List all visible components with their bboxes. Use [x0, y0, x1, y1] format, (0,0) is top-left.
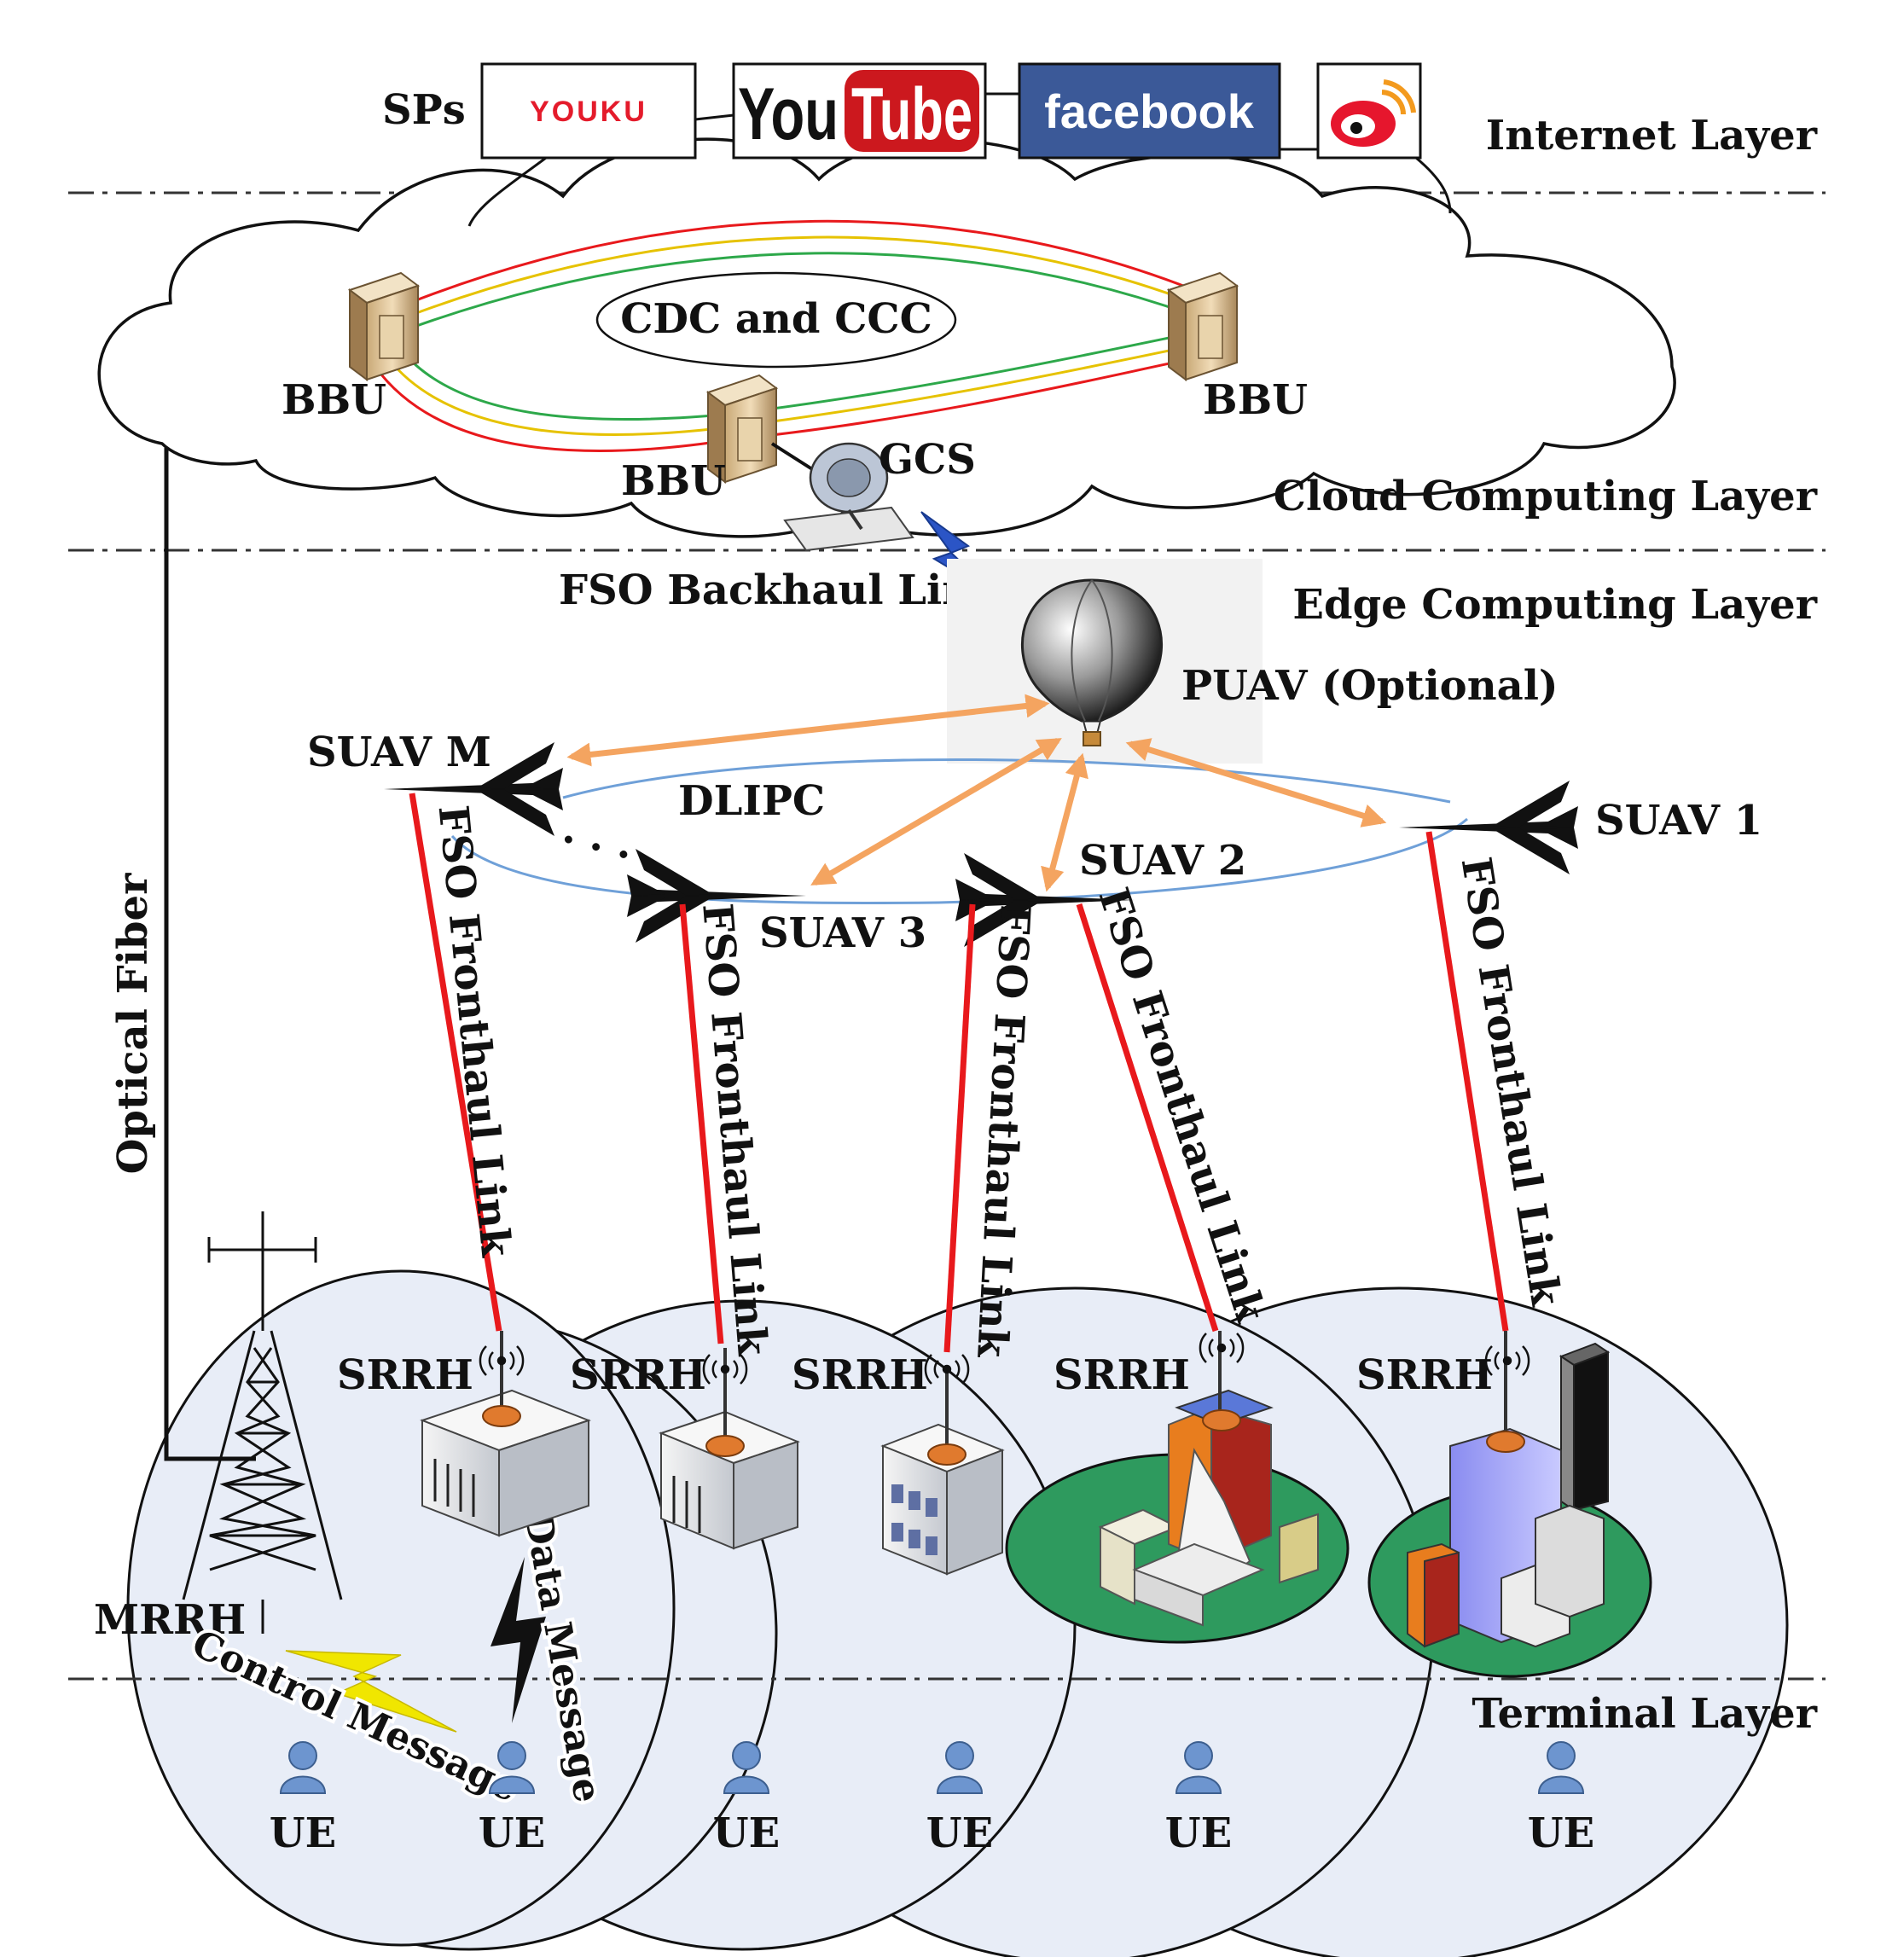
fronthaul-suav1 — [1425, 831, 1509, 1332]
sps-label: SPs — [382, 86, 466, 134]
youku-logo[interactable]: YOUKU — [480, 62, 697, 160]
layer-label-edge: Edge Computing Layer — [1292, 581, 1817, 629]
srrh-label-1: SRRH — [337, 1351, 473, 1399]
puav-suav-arrows — [566, 694, 1387, 892]
fronthaul-suav3 — [679, 903, 724, 1344]
cdc-ccc-cloud — [595, 271, 957, 369]
puav-label: PUAV (Optional) — [1181, 662, 1559, 710]
antenna-icon-2 — [702, 1354, 748, 1385]
fronthaul-label-2: FSO Fronthaul Link — [693, 902, 776, 1358]
fronthaul-suav2-b — [1076, 903, 1219, 1333]
bbu-label-left: BBU — [282, 376, 386, 424]
facebook-text: facebook — [1044, 84, 1255, 138]
ue-user-icon-4 — [936, 1741, 984, 1794]
youtube-you-text: You — [738, 73, 839, 155]
srrh-building-3 — [880, 1365, 1005, 1576]
bbu-server-right — [1166, 271, 1239, 381]
youtube-tube-text: Tube — [851, 73, 972, 155]
mrrh-label: MRRH — [94, 1596, 246, 1644]
ue-label-5: UE — [1165, 1809, 1232, 1857]
srrh-antenna-icons — [479, 1333, 1530, 1385]
arrow-puav-suav2 — [1041, 752, 1088, 892]
srrh-label-3: SRRH — [792, 1351, 928, 1399]
antenna-icon-1 — [479, 1345, 525, 1376]
dlipc-ellipsis: · · · — [555, 816, 636, 880]
fronthaul-label-4: FSO Fronthaul Link — [1089, 882, 1275, 1329]
dlipc-label: DLIPC — [678, 777, 825, 825]
suav-1-plane-icon — [1399, 781, 1578, 874]
fso-backhaul-label: FSO Backhaul Link — [559, 566, 1001, 614]
gcs-label: GCS — [879, 436, 976, 484]
mrrh-tower-icon — [182, 1211, 343, 1634]
antenna-icon-5 — [1484, 1345, 1530, 1376]
optical-fiber-label: Optical Fiber — [109, 873, 157, 1174]
optical-fiber-cable — [164, 448, 256, 1461]
bbu-server-center — [705, 374, 779, 484]
bbu-label-right: BBU — [1203, 376, 1308, 424]
layer-label-cloud: Cloud Computing Layer — [1274, 473, 1818, 520]
ue-label-4: UE — [926, 1809, 993, 1857]
bbu-link-green-top — [409, 252, 1195, 330]
facebook-logo[interactable]: facebook — [1018, 62, 1281, 160]
bbu-link-red-top — [409, 219, 1195, 305]
ue-label-1: UE — [270, 1809, 336, 1857]
srrh-building-2 — [659, 1348, 800, 1550]
antenna-icon-4 — [1199, 1333, 1245, 1363]
youtube-tube-badge — [845, 70, 979, 152]
fronthaul-suav2-a — [943, 903, 976, 1353]
ue-user-icon-6 — [1537, 1741, 1585, 1794]
youtube-logo[interactable]: You Tube — [732, 62, 987, 160]
puav-balloon-icon — [1021, 578, 1163, 746]
cdc-ccc-label: CDC and CCC — [620, 295, 932, 343]
fronthaul-label-1: FSO Fronthaul Link — [429, 804, 520, 1261]
weibo-logo[interactable] — [1316, 62, 1422, 160]
suav-1-label: SUAV 1 — [1595, 797, 1762, 845]
antenna-icon-3 — [924, 1354, 970, 1385]
suav-m-label: SUAV M — [307, 729, 491, 776]
suav-2-plane-icon — [955, 853, 1135, 947]
bbu-server-left — [347, 271, 421, 381]
gcs-dish-icon — [770, 442, 914, 552]
bbu-link-yellow-top — [409, 235, 1195, 317]
ue-user-icon-1 — [279, 1741, 327, 1794]
arrow-puav-suav3 — [810, 737, 1062, 886]
cloud-computing-region: CDC and CCC — [97, 137, 1676, 538]
ue-devices — [279, 1741, 1585, 1794]
sp-links — [467, 92, 1452, 227]
ue-user-icon-3 — [723, 1741, 770, 1794]
youku-text: YOUKU — [530, 96, 647, 128]
suav-3-plane-icon — [627, 849, 806, 943]
srrh-building-4 — [1005, 1331, 1350, 1644]
srrh-label-4: SRRH — [1054, 1351, 1190, 1399]
fso-fronthaul-links — [409, 793, 1509, 1353]
weibo-icon — [1331, 79, 1416, 147]
arrow-puav-suav1 — [1125, 738, 1387, 828]
ue-user-icon-2 — [488, 1741, 536, 1794]
data-message-bolt — [491, 1557, 546, 1723]
suav-3-label: SUAV 3 — [759, 909, 926, 957]
ue-label-6: UE — [1528, 1809, 1594, 1857]
bbu-label-center: BBU — [621, 457, 726, 505]
ue-label-2: UE — [479, 1809, 545, 1857]
layer-label-internet: Internet Layer — [1486, 112, 1818, 160]
control-message-bolt — [285, 1650, 457, 1733]
suav-m-plane-icon — [384, 742, 563, 836]
srrh-building-1 — [420, 1331, 591, 1537]
fronthaul-suavm — [409, 793, 502, 1332]
srrh-building-5 — [1367, 1331, 1652, 1678]
srrh-label-2: SRRH — [570, 1351, 706, 1399]
layer-label-terminal: Terminal Layer — [1472, 1690, 1817, 1738]
suav-2-label: SUAV 2 — [1079, 837, 1246, 885]
arrow-puav-suavm — [566, 694, 1050, 767]
ue-user-icon-5 — [1175, 1741, 1222, 1794]
srrh-label-5: SRRH — [1356, 1351, 1493, 1399]
ue-label-3: UE — [713, 1809, 780, 1857]
